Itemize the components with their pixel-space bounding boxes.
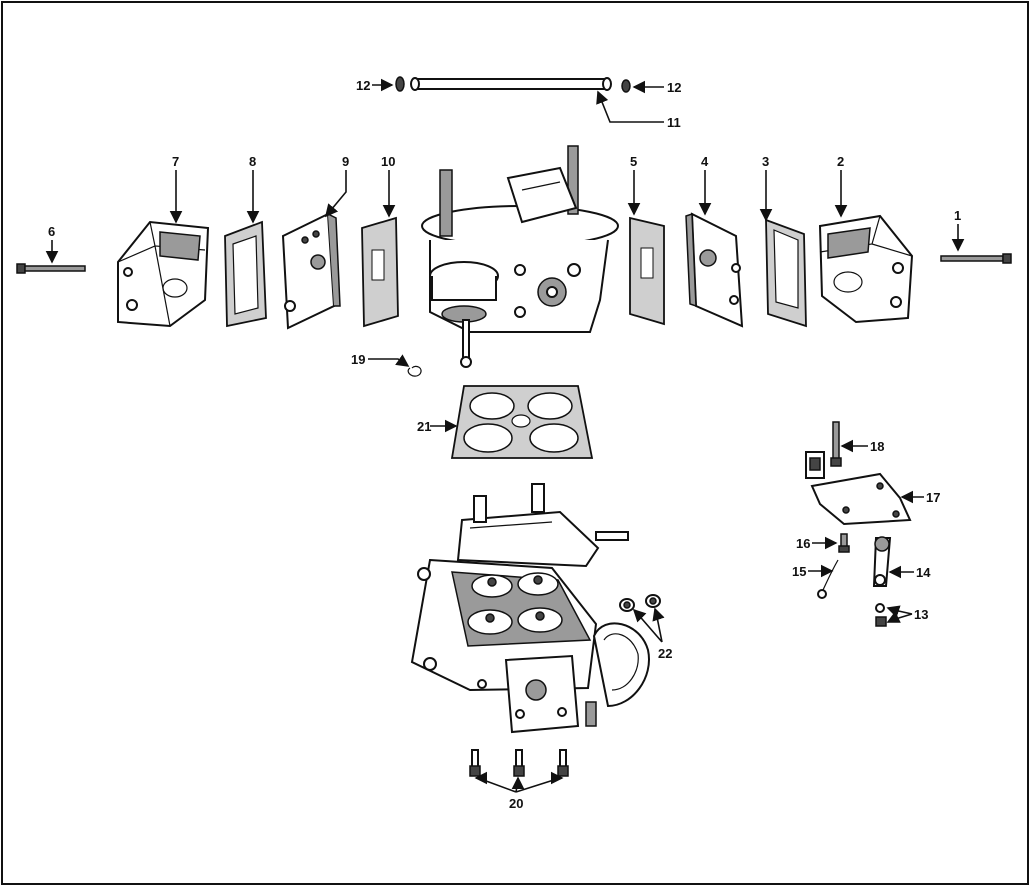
- callout-3: 3: [762, 154, 769, 169]
- part-13-nut-washer: [875, 603, 887, 627]
- part-3-gasket: [765, 218, 807, 328]
- part-20-screws: [469, 749, 569, 777]
- part-16-screw: [838, 533, 850, 553]
- callout-8: 8: [249, 154, 256, 169]
- callout-17: 17: [926, 490, 940, 505]
- callout-18: 18: [870, 439, 884, 454]
- part-11-tube: [410, 77, 612, 91]
- callout-9: 9: [342, 154, 349, 169]
- callout-22: 22: [658, 646, 672, 661]
- main-body-assembly: [421, 145, 619, 368]
- part-19-clip: [407, 365, 422, 377]
- callout-2: 2: [837, 154, 844, 169]
- callout-1: 1: [954, 208, 961, 223]
- part-8-gasket: [224, 220, 267, 328]
- part-21-base-gasket: [450, 385, 594, 459]
- part-22-plugs: [619, 594, 661, 612]
- callout-6: 6: [48, 224, 55, 239]
- callout-16: 16: [796, 536, 810, 551]
- part-10-gasket: [361, 216, 399, 328]
- callout-19: 19: [351, 352, 365, 367]
- leader-lines: [45, 78, 965, 793]
- part-12-o-rings: [395, 76, 631, 93]
- callout-10: 10: [381, 154, 395, 169]
- callout-11: 11: [667, 115, 681, 130]
- callout-14: 14: [916, 565, 931, 580]
- part-6-bolt: [16, 263, 86, 274]
- callout-5: 5: [630, 154, 637, 169]
- callout-labels: 1 2 3 4 5 6 7 8 9 10 11 12 12 13 14 15 1…: [48, 78, 961, 811]
- callout-15: 15: [792, 564, 806, 579]
- part-14-lever: [872, 536, 892, 587]
- callout-7: 7: [172, 154, 179, 169]
- part-15-end: [817, 589, 827, 599]
- part-4-metering-block: [685, 212, 744, 328]
- throttle-body-assembly: [410, 483, 650, 734]
- callout-13: 13: [914, 607, 928, 622]
- part-17-bracket: [805, 451, 912, 526]
- part-18-screw: [830, 421, 842, 467]
- callout-4: 4: [701, 154, 709, 169]
- part-1-bolt: [940, 253, 1012, 264]
- part-2-float-bowl: [818, 214, 914, 324]
- callout-12-right: 12: [667, 80, 681, 95]
- part-9-metering-block: [281, 212, 341, 330]
- part-15-spring: [821, 559, 839, 593]
- part-7-float-bowl: [117, 220, 210, 328]
- callout-12-left: 12: [356, 78, 370, 93]
- part-5-gasket: [629, 216, 665, 326]
- callout-21: 21: [417, 419, 431, 434]
- callout-20: 20: [509, 796, 523, 811]
